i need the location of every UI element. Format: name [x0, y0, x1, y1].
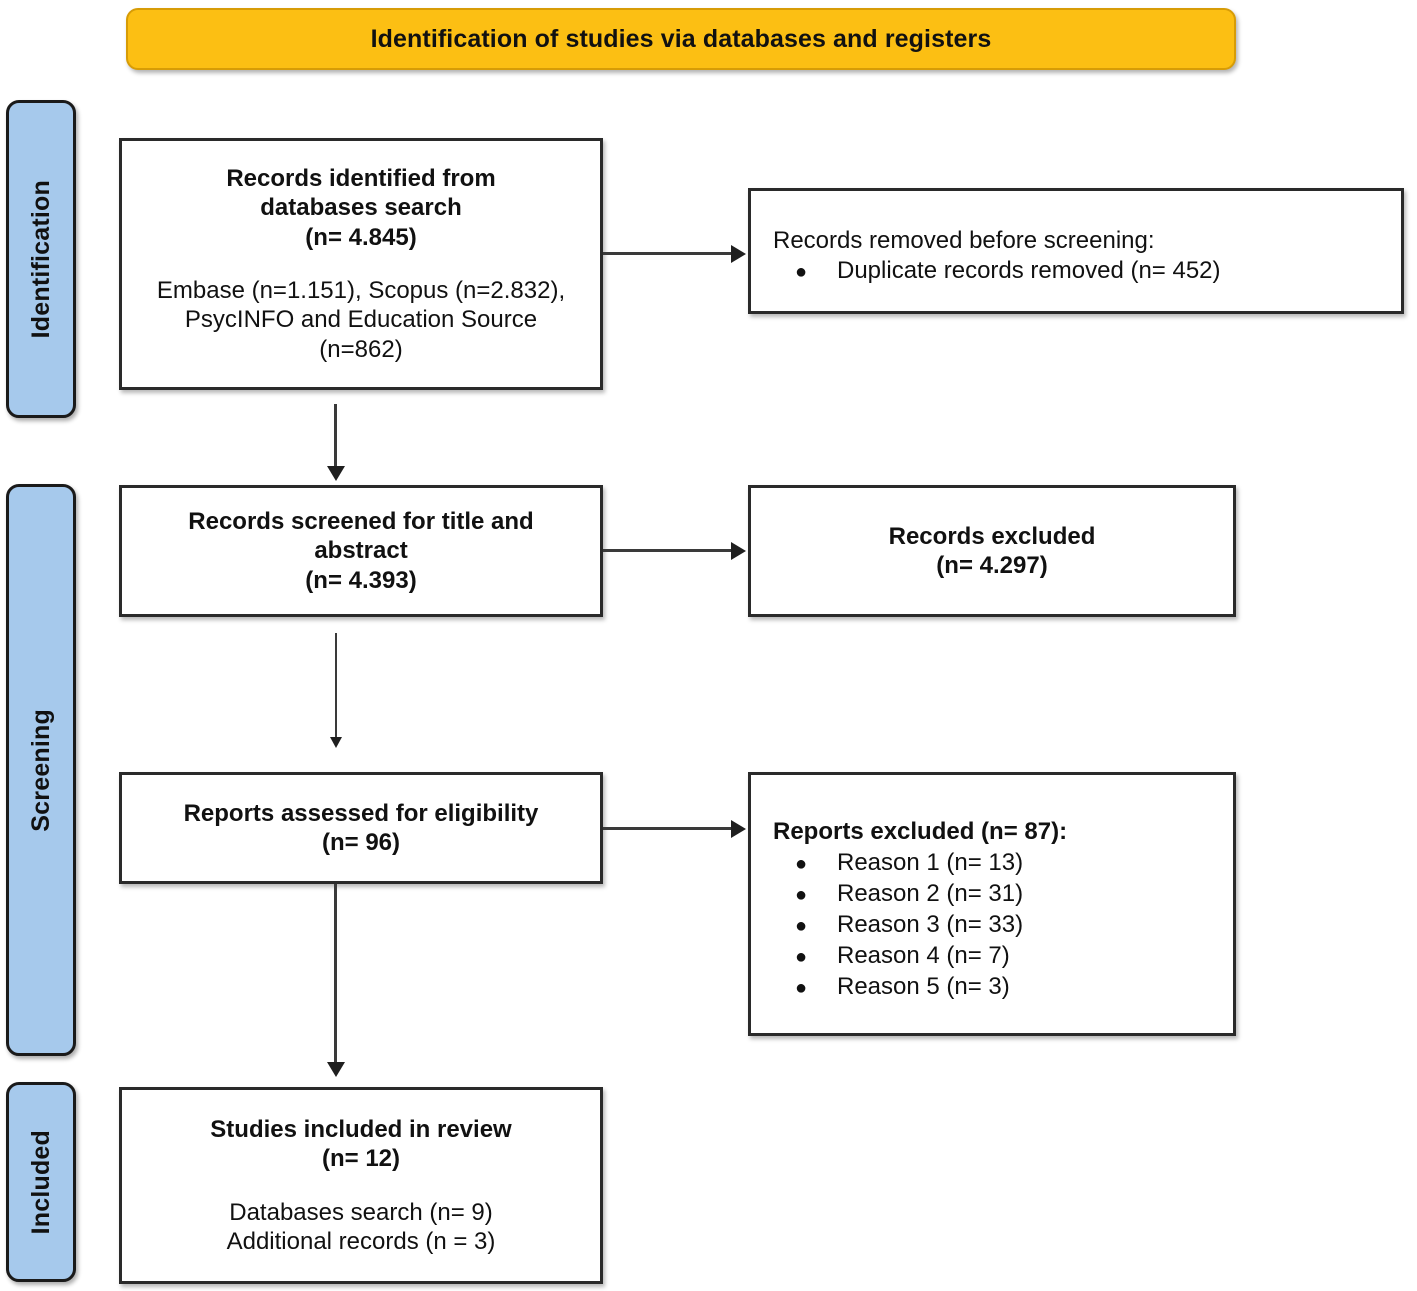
connector-identified-to-removed-arrowhead-icon: [731, 245, 746, 263]
connector-screened-to-excluded-arrowhead-icon: [731, 542, 746, 560]
bullet-icon: ●: [795, 946, 808, 969]
box-records-excluded: Records excluded (n= 4.297): [748, 485, 1236, 617]
records-removed-heading-italic: before screening: [969, 226, 1148, 254]
reports-excluded-item-text: Reason 1 (n= 13): [837, 848, 1024, 876]
records-identified-detail-line3: (n=862): [319, 335, 403, 363]
list-item: ● Reason 4 (n= 7): [773, 940, 1233, 971]
stage-label-screening: Screening: [6, 484, 76, 1056]
connector-identified-to-screened-arrowhead-icon: [327, 466, 345, 481]
studies-included-count: (n= 12): [321, 1145, 401, 1173]
box-studies-included: Studies included in review (n= 12) Datab…: [119, 1087, 603, 1284]
box-records-identified: Records identified from databases search…: [119, 138, 603, 390]
records-screened-count: (n= 4.393): [305, 566, 417, 594]
list-item: ● Reason 3 (n= 33): [773, 909, 1233, 940]
box-records-screened: Records screened for title and abstract …: [119, 485, 603, 617]
records-removed-list: ● Duplicate records removed (n= 452): [773, 255, 1401, 286]
records-removed-heading: Records removed before screening:: [773, 226, 1401, 255]
connector-screened-to-eligibility-arrowhead-icon: [330, 737, 342, 748]
reports-excluded-item-text: Reason 5 (n= 3): [837, 973, 1010, 1001]
connector-identified-to-removed-line: [603, 252, 734, 255]
records-removed-heading-suffix: :: [1147, 226, 1155, 254]
records-excluded-count: (n= 4.297): [936, 552, 1048, 579]
connector-eligibility-to-reports-excluded-arrowhead-icon: [731, 820, 746, 838]
records-identified-detail-line1: Embase (n=1.151), Scopus (n=2.832),: [156, 277, 566, 304]
reports-excluded-list: ● Reason 1 (n= 13) ● Reason 2 (n= 31) ● …: [773, 847, 1233, 1003]
records-removed-item-text: Duplicate records removed (n= 452): [837, 257, 1221, 285]
studies-included-title: Studies included in review: [210, 1115, 512, 1143]
reports-excluded-item-text: Reason 3 (n= 33): [837, 911, 1024, 939]
stage-label-included: Included: [6, 1082, 76, 1282]
connector-screened-to-eligibility-line: [335, 633, 337, 743]
connector-identified-to-screened-line: [334, 404, 337, 470]
studies-included-detail-line2: Additional records (n = 3): [226, 1227, 496, 1255]
records-identified-count: (n= 4.845): [305, 223, 417, 251]
records-identified-detail-line2: PsycINFO and Education Source: [184, 306, 538, 334]
records-excluded-title: Records excluded: [888, 522, 1096, 550]
records-removed-heading-prefix: Records removed: [773, 226, 970, 254]
bullet-icon: ●: [795, 261, 808, 284]
diagram-header-banner: Identification of studies via databases …: [126, 8, 1236, 70]
records-identified-title-line1: Records identified from: [226, 165, 496, 193]
list-item: ● Reason 1 (n= 13): [773, 847, 1233, 878]
records-screened-title-line1: Records screened for title and: [188, 508, 534, 536]
records-screened-title-line2: abstract: [314, 537, 408, 565]
box-reports-assessed-eligibility: Reports assessed for eligibility (n= 96): [119, 772, 603, 884]
bullet-icon: ●: [795, 852, 808, 875]
eligibility-title: Reports assessed for eligibility: [183, 799, 539, 827]
box-records-removed: Records removed before screening: ● Dupl…: [748, 188, 1404, 314]
stage-label-included-text: Included: [26, 1129, 55, 1235]
connector-screened-to-excluded-line: [603, 549, 734, 552]
stage-label-identification: Identification: [6, 100, 76, 418]
eligibility-count: (n= 96): [321, 829, 401, 856]
reports-excluded-item-text: Reason 2 (n= 31): [837, 879, 1024, 907]
records-identified-title-line2: databases search: [260, 194, 462, 222]
box-reports-excluded: Reports excluded (n= 87): ● Reason 1 (n=…: [748, 772, 1236, 1036]
connector-eligibility-to-included-line: [334, 884, 337, 1066]
studies-included-detail-line1: Databases search (n= 9): [229, 1198, 493, 1226]
reports-excluded-heading: Reports excluded (n= 87):: [773, 818, 1068, 846]
list-item: ● Reason 5 (n= 3): [773, 971, 1233, 1002]
reports-excluded-item-text: Reason 4 (n= 7): [837, 942, 1010, 970]
list-item: ● Duplicate records removed (n= 452): [773, 255, 1401, 286]
banner-title: Identification of studies via databases …: [370, 24, 992, 53]
stage-label-screening-text: Screening: [26, 708, 55, 832]
list-item: ● Reason 2 (n= 31): [773, 878, 1233, 909]
bullet-icon: ●: [795, 977, 808, 1000]
bullet-icon: ●: [795, 915, 808, 938]
connector-eligibility-to-included-arrowhead-icon: [327, 1062, 345, 1077]
bullet-icon: ●: [795, 883, 808, 906]
stage-label-identification-text: Identification: [26, 179, 55, 339]
connector-eligibility-to-reports-excluded-line: [603, 827, 734, 830]
